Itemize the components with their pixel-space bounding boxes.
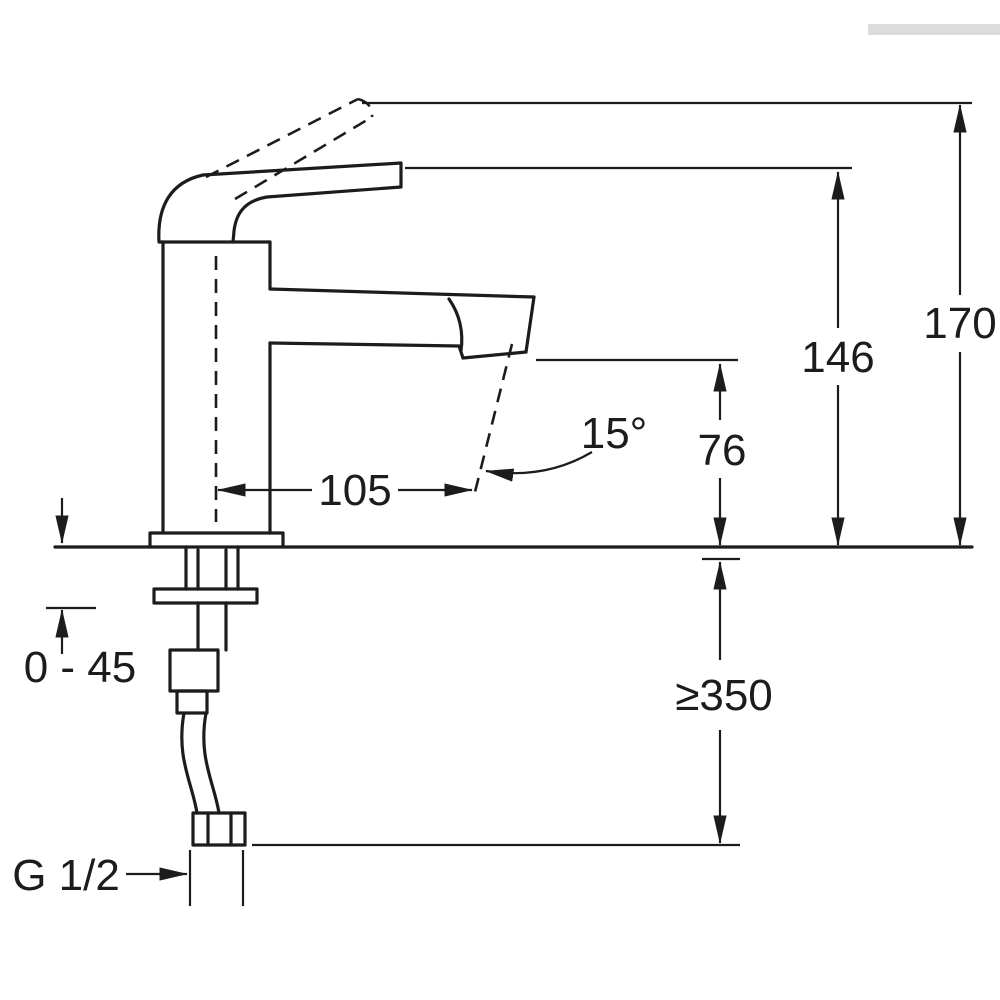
label-connection-thread: G 1/2 [12, 851, 120, 900]
outlet-tilt-axis [471, 343, 514, 501]
label-deck-thickness: 0 - 45 [24, 643, 137, 692]
handle-lever [157, 161, 403, 244]
spout-top-edge [268, 287, 536, 299]
outlet-bottom-edge [461, 350, 528, 360]
angle-leader-arc [484, 451, 593, 482]
handle-raised-bottom [234, 115, 373, 201]
mounting-washer [152, 587, 259, 605]
spout-tip-edge [524, 295, 536, 354]
dimension-labels: 170 146 76 ≥350 105 15° 0 - 45 G 1/2 [12, 299, 997, 900]
faucet-outline [53, 161, 974, 847]
scan-artifact [868, 24, 1000, 35]
label-spout-height: 76 [698, 426, 747, 475]
label-spout-angle: 15° [581, 409, 648, 458]
hidden-and-center-lines [205, 97, 514, 522]
handle-raised-tip [357, 97, 374, 118]
base-flange [148, 531, 285, 549]
hose-left-edge [180, 711, 199, 815]
outlet-inner-curve [447, 297, 464, 353]
hose-fitting [175, 689, 209, 715]
dimension-lines [46, 101, 972, 906]
label-total-height: 170 [923, 299, 996, 348]
label-handle-height: 146 [801, 333, 874, 382]
handle-raised-top [205, 97, 359, 179]
spout-underside [268, 341, 461, 348]
mounting-nut [168, 648, 220, 693]
label-min-clearance: ≥350 [675, 671, 773, 720]
label-spout-reach: 105 [318, 466, 391, 515]
hose-end-nut [191, 811, 247, 847]
hose-right-edge [202, 711, 221, 815]
